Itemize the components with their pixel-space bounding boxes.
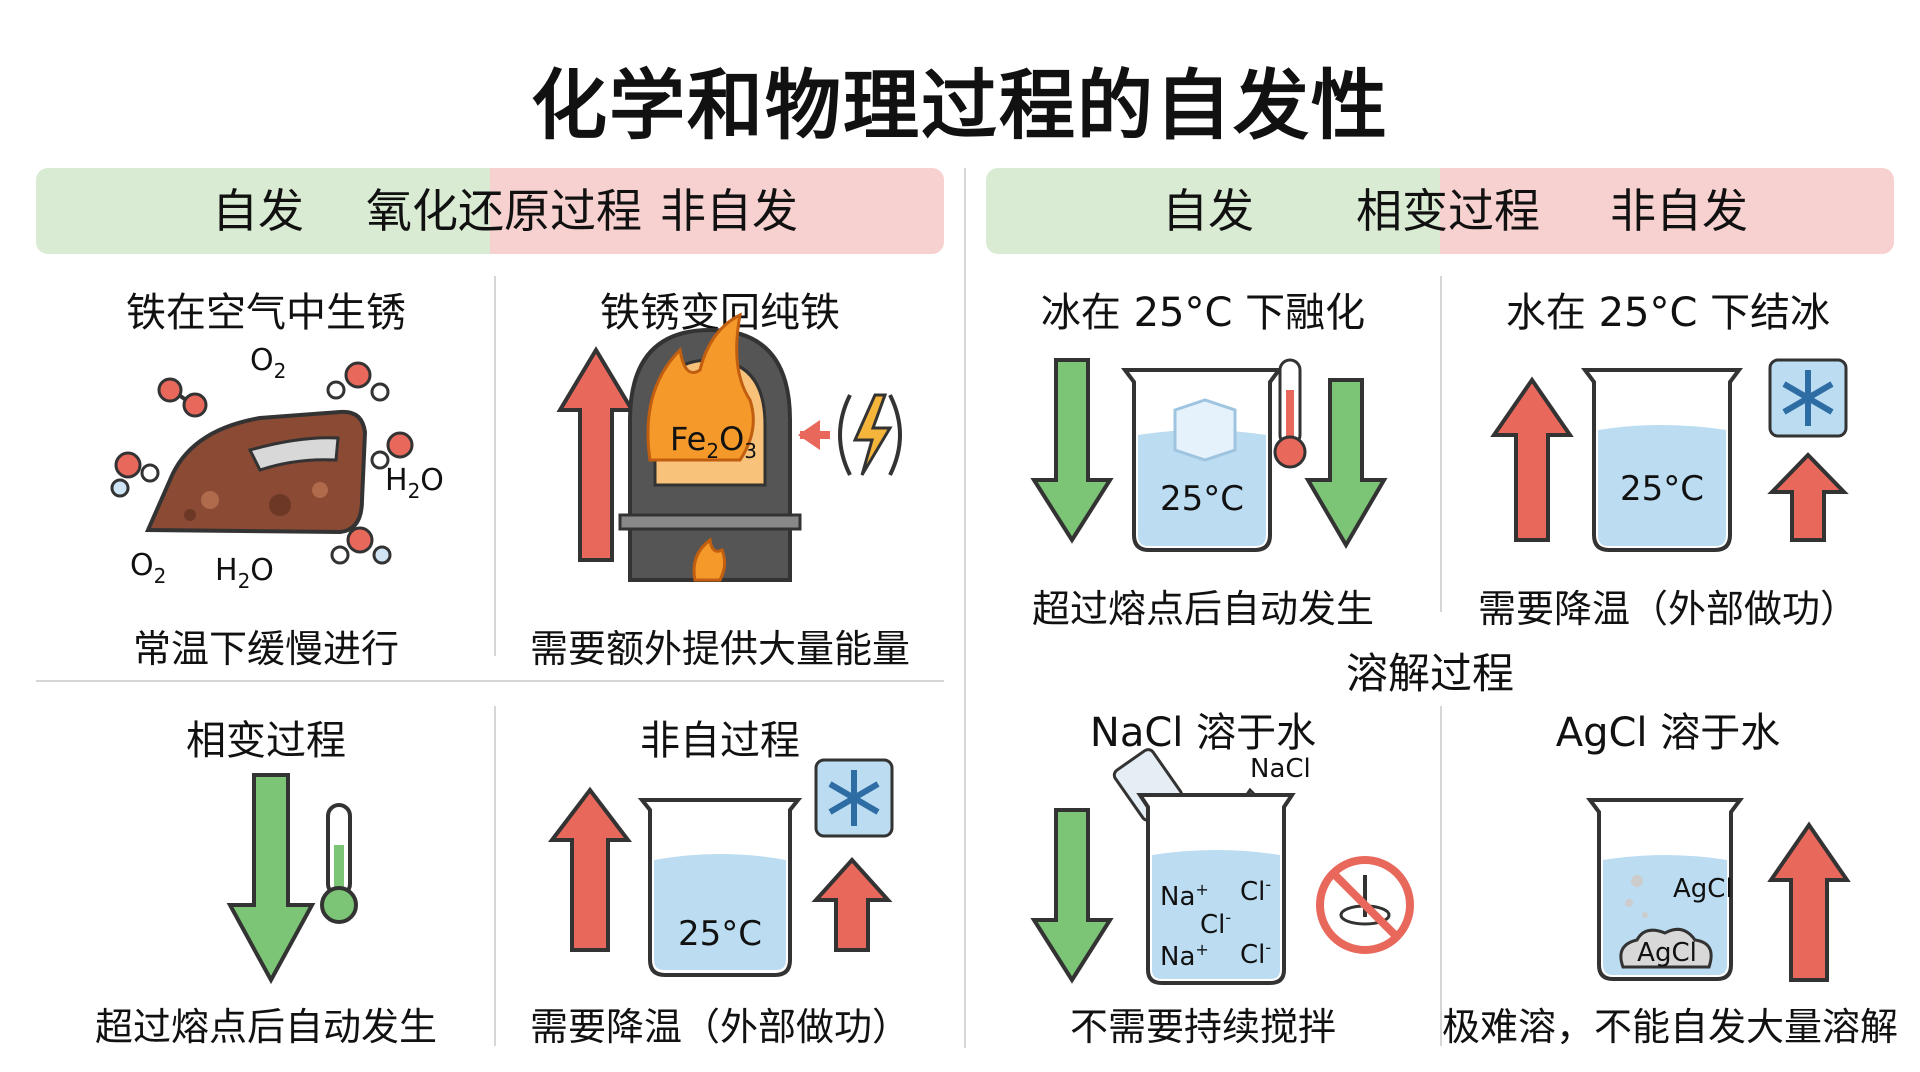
divider-left-horizontal: [36, 680, 944, 682]
divider-left-lower: [494, 706, 496, 1046]
melt-illustration: 25°C: [1030, 358, 1388, 552]
nacl-title: NaCl 溶于水: [1089, 710, 1317, 756]
svg-text:H2O: H2O: [215, 553, 274, 593]
left-non-title: 非自过程: [640, 718, 800, 764]
agcl-illustration: AgCl AgCl: [1586, 798, 1851, 982]
green-down-arrow-icon: [1030, 808, 1114, 984]
o2-molecule-icon: [157, 377, 208, 418]
svg-text:O2: O2: [250, 343, 286, 383]
svg-text:Cl-: Cl-: [1240, 875, 1271, 907]
h2o-label: H: [385, 463, 408, 498]
svg-text:Na+: Na+: [1160, 940, 1209, 972]
h2o-molecule-icon: [326, 361, 390, 402]
thermometer-icon: [1273, 358, 1307, 469]
red-up-arrow-icon: [547, 786, 633, 952]
snowflake-icon: [1768, 358, 1848, 438]
svg-text:Cl-: Cl-: [1200, 908, 1231, 940]
divider-center: [964, 168, 966, 1048]
left-category-band: 自发 氧化还原过程 非自发: [36, 168, 944, 254]
right-band-spontaneous: 自发: [1162, 184, 1254, 238]
right-band-nonspontaneous: 非自发: [1610, 184, 1748, 238]
no-stirring-icon: [1316, 856, 1414, 954]
red-up-arrow-icon: [1767, 452, 1849, 542]
divider-right-upper: [1440, 276, 1442, 612]
agcl-title: AgCl 溶于水: [1555, 710, 1781, 756]
right-band-category: 相变过程: [1356, 184, 1540, 238]
svg-text:Na+: Na+: [1160, 880, 1209, 912]
rust-title: 铁在空气中生锈: [126, 290, 406, 336]
svg-text:O2: O2: [130, 548, 166, 588]
melt-title: 冰在 25°C 下融化: [1040, 290, 1366, 336]
dissolution-heading: 溶解过程: [1345, 649, 1514, 698]
h2o-molecule-icon: [330, 526, 392, 565]
ion-label: Na: [1160, 942, 1195, 972]
svg-text:Cl-: Cl-: [1240, 938, 1271, 970]
green-down-arrow-icon: [1304, 378, 1388, 549]
snowflake-icon: [814, 758, 894, 838]
h2o-label: H: [215, 553, 238, 588]
red-up-arrow-icon: [1767, 821, 1851, 982]
beaker-icon: [637, 798, 803, 977]
left-band-category: 氧化还原过程: [366, 184, 642, 238]
nacl-pour-label: NaCl: [1250, 754, 1311, 784]
beaker-icon: [1586, 798, 1744, 981]
beaker-icon: [1581, 368, 1743, 552]
agcl-caption: 极难溶，不能自发大量溶解: [1442, 1005, 1899, 1049]
beaker-icon: [1136, 793, 1296, 985]
thermometer-icon: [320, 803, 358, 924]
h2o-molecule-icon: [110, 451, 160, 498]
left-non-illustration: 25°C: [547, 758, 894, 977]
freeze-caption: 需要降温（外部做功）: [1477, 587, 1858, 631]
melt-caption: 超过熔点后自动发生: [1031, 587, 1374, 631]
o2-label: O: [130, 548, 154, 583]
green-down-arrow-icon: [226, 773, 316, 985]
nacl-caption: 不需要持续搅拌: [1069, 1005, 1336, 1049]
red-up-arrow-icon: [1490, 376, 1574, 542]
left-band-nonspontaneous: 非自发: [660, 184, 798, 238]
svg-text:H2O: H2O: [385, 463, 444, 503]
page-title: 化学和物理过程的自发性: [531, 61, 1389, 150]
left-non-caption: 需要降温（外部做功）: [529, 1005, 910, 1049]
left-phase-caption: 超过熔点后自动发生: [94, 1005, 437, 1049]
melt-beaker-label: 25°C: [1160, 479, 1244, 519]
divider-right-lower: [1440, 706, 1442, 1046]
ion-label: Cl: [1200, 910, 1225, 940]
beaker-icon: [1121, 368, 1283, 552]
rust-caption: 常温下缓慢进行: [132, 627, 399, 671]
nacl-illustration: NaCl Na+ Cl- Cl- Na+ Cl-: [1030, 748, 1414, 985]
red-up-arrow-icon: [556, 346, 636, 562]
green-down-arrow-icon: [1030, 358, 1114, 544]
fe2o3-label: Fe: [670, 420, 706, 458]
freeze-illustration: 25°C: [1490, 358, 1849, 552]
furnace-icon: [618, 312, 802, 582]
ion-label: Cl: [1240, 940, 1265, 970]
energy-lightning-icon: [798, 393, 902, 476]
reverse-illustration: Fe2O3: [556, 312, 902, 582]
right-category-band: 自发 相变过程 非自发: [986, 168, 1894, 254]
ion-label: Na: [1160, 882, 1195, 912]
freeze-title: 水在 25°C 下结冰: [1505, 290, 1831, 336]
red-up-arrow-icon: [811, 857, 893, 952]
left-band-spontaneous: 自发: [212, 184, 304, 238]
reverse-caption: 需要额外提供大量能量: [529, 627, 910, 671]
rusty-iron-icon: [144, 409, 368, 535]
svg-text:Fe2O3: Fe2O3: [670, 420, 757, 463]
ion-label: Cl: [1240, 877, 1265, 907]
divider-left-upper: [494, 276, 496, 656]
h2o-molecule-icon: [370, 431, 414, 470]
agcl-label: AgCl: [1673, 874, 1733, 904]
rust-illustration: O2 H2O O2 H2O: [110, 343, 444, 593]
left-phase-illustration: [226, 773, 358, 985]
left-non-beaker-label: 25°C: [678, 914, 762, 954]
o2-label: O: [250, 343, 274, 378]
left-phase-title: 相变过程: [186, 718, 346, 764]
agcl-pile-label: AgCl: [1637, 938, 1697, 968]
freeze-beaker-label: 25°C: [1620, 469, 1704, 509]
